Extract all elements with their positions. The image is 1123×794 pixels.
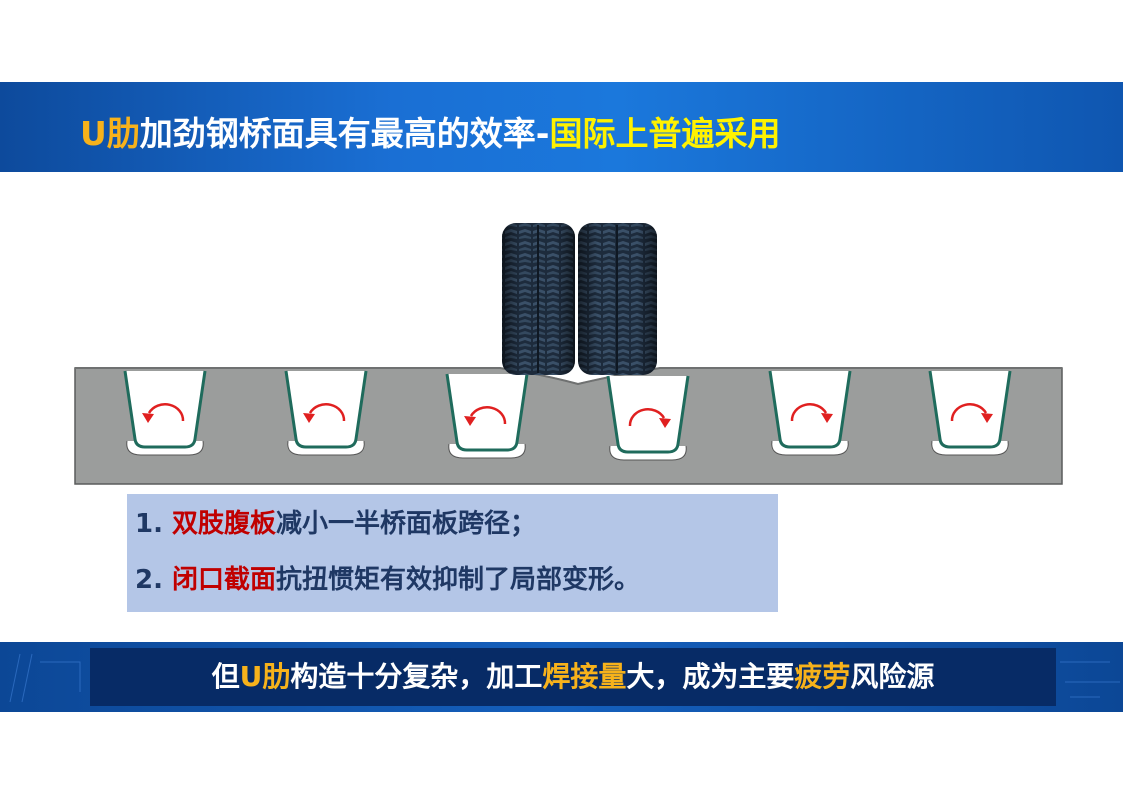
clockwise-arrow-icon (950, 403, 988, 422)
u-rib (928, 370, 1012, 456)
slide-title: U肋加劲钢桥面具有最高的效率-国际上普遍采用 (80, 110, 781, 158)
u-rib (768, 370, 852, 456)
point-2-number: 2. (135, 565, 173, 595)
u-rib (123, 370, 207, 456)
bottom-text-panel: 但U肋构造十分复杂，加工焊接量大，成为主要疲劳风险源 (90, 648, 1056, 706)
title-highlight: 国际上普遍采用 (549, 114, 781, 153)
u-rib (445, 373, 529, 459)
title-bar (0, 82, 1123, 172)
bottom-u-rib: U肋 (239, 660, 291, 693)
point-1: 1. 双肢腹板减小一半桥面板跨径； (135, 504, 536, 544)
title-u-rib: U肋 (80, 114, 140, 153)
bottom-decoration (9, 653, 1120, 703)
clockwise-arrow-icon (628, 408, 666, 427)
counterclockwise-arrow-icon (469, 406, 507, 425)
tire-left (502, 223, 575, 375)
arrow-head (659, 418, 671, 428)
deck-section (74, 367, 1063, 485)
bottom-text-1: 但 (211, 660, 240, 693)
point-2-text: 抗扭惯矩有效抑制了局部变形。 (276, 565, 641, 595)
bottom-text-3: 大，成为主要 (626, 660, 795, 693)
bottom-message: 但U肋构造十分复杂，加工焊接量大，成为主要疲劳风险源 (90, 648, 1056, 706)
arrow-head (142, 413, 154, 423)
bottom-weld-amount: 焊接量 (542, 660, 627, 693)
bottom-text-4: 风险源 (850, 660, 935, 693)
point-1-highlight: 双肢腹板 (172, 509, 277, 539)
tire-right (578, 223, 657, 375)
bottom-text-2: 构造十分复杂，加工 (290, 660, 543, 693)
u-rib (284, 370, 368, 456)
arrow-head (464, 416, 476, 426)
point-1-number: 1. (135, 509, 173, 539)
title-main: 加劲钢桥面具有最高的效率- (139, 114, 550, 153)
clockwise-arrow-icon (790, 403, 828, 422)
point-1-text: 减小一半桥面板跨径； (276, 509, 537, 539)
u-ribs (123, 370, 1012, 461)
arrow-head (821, 413, 833, 423)
point-2: 2. 闭口截面抗扭惯矩有效抑制了局部变形。 (135, 560, 640, 600)
arrow-head (303, 413, 315, 423)
bottom-fatigue: 疲劳 (794, 660, 851, 693)
counterclockwise-arrow-icon (308, 403, 346, 422)
bottom-banner: 但U肋构造十分复杂，加工焊接量大，成为主要疲劳风险源 (0, 642, 1123, 712)
point-2-highlight: 闭口截面 (172, 565, 277, 595)
key-points-box: 1. 双肢腹板减小一半桥面板跨径； 2. 闭口截面抗扭惯矩有效抑制了局部变形。 (127, 494, 778, 612)
counterclockwise-arrow-icon (147, 403, 185, 422)
arrow-head (981, 413, 993, 423)
u-rib (606, 375, 690, 461)
